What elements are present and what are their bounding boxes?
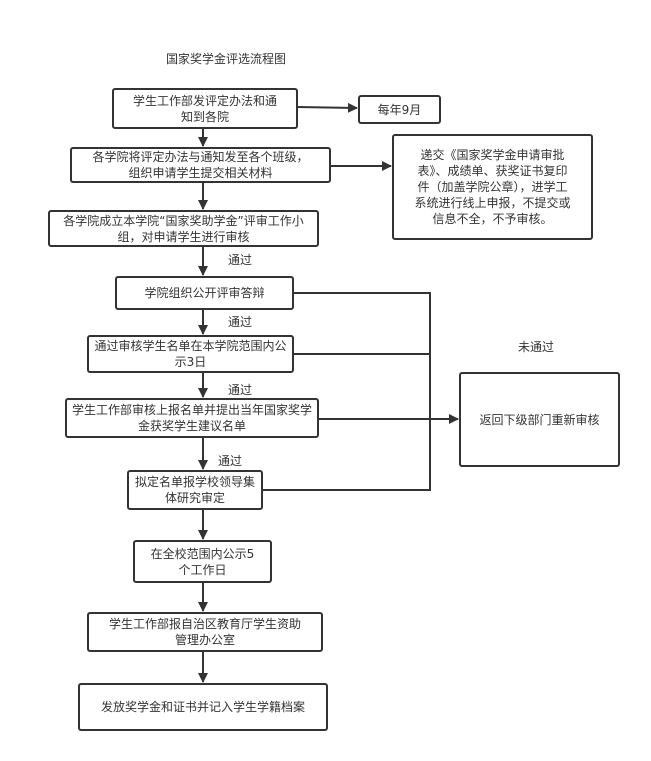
- pass-label: 通过: [228, 253, 253, 267]
- step-5: 通过审核学生名单在本学院范围内公 示3日: [87, 335, 294, 373]
- step-9: 学生工作部报自治区教育厅学生资助 管理办公室: [87, 612, 323, 652]
- step-2: 各学院将评定办法与通知发至各个班级， 组织申请学生提交相关材料: [70, 147, 331, 183]
- step-3: 各学院成立本学院“国家奖助学金”评审工作小 组，对申请学生进行审核: [48, 210, 319, 247]
- pass-label: 通过: [228, 315, 253, 329]
- step-8: 在全校范围内公示5 个工作日: [133, 540, 272, 583]
- timing-note: 每年9月: [358, 95, 441, 124]
- step-1: 学生工作部发评定办法和通 知到各院: [112, 88, 298, 129]
- step-6: 学生工作部审核上报名单并提出当年国家奖学 金获奖学生建议名单: [65, 398, 319, 438]
- materials-note: 递交《国家奖学金申请审批 表》、成绩单、获奖证书复印 件（加盖学院公章），进学工…: [392, 134, 593, 240]
- reject-line: [262, 292, 431, 491]
- arrow: [296, 102, 358, 113]
- pass-label: 通过: [228, 383, 253, 397]
- pass-label: 通过: [218, 454, 243, 468]
- fail-label: 未通过: [518, 340, 555, 354]
- reject-box: 返回下级部门重新审核: [459, 372, 620, 467]
- step-7: 拟定名单报学校领导集 体研究审定: [127, 470, 263, 510]
- step-10: 发放奖学金和证书并记入学生学籍档案: [78, 683, 328, 731]
- step-4: 学院组织公开评审答辩: [115, 276, 294, 310]
- chart-title: 国家奖学金评选流程图: [166, 52, 287, 66]
